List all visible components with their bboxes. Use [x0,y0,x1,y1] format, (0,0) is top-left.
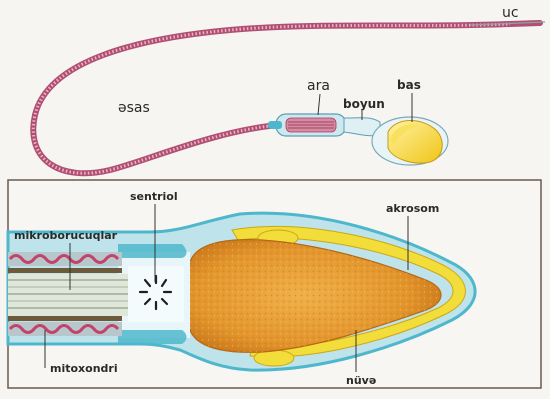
sperm-overview: uc əsas ara bоyun bas [33,5,545,173]
label-main-piece: əsas [118,100,150,116]
sperm-tail [33,23,540,173]
label-tail-end: uc [502,5,519,21]
middle-piece [268,114,346,136]
neck-band-top [118,244,187,258]
label-middle-piece: ara [307,78,330,94]
label-nucleus: nüvə [346,374,376,387]
label-centriole: sentriol [130,190,178,203]
label-mitochondria: mitoxondri [50,362,118,375]
centriole [128,266,184,322]
label-microtubules: mikroborucuqlar [14,229,118,242]
sperm-head [372,117,448,165]
head-detail-panel: sentriol mikroborucuqlar akrosom mitoxon… [8,180,541,388]
neck-band-bottom [118,330,187,344]
label-head: bas [397,78,421,92]
label-acrosome: akrosom [386,202,439,215]
leader-middle-piece [318,94,320,115]
label-neck: bоyun [343,97,385,111]
